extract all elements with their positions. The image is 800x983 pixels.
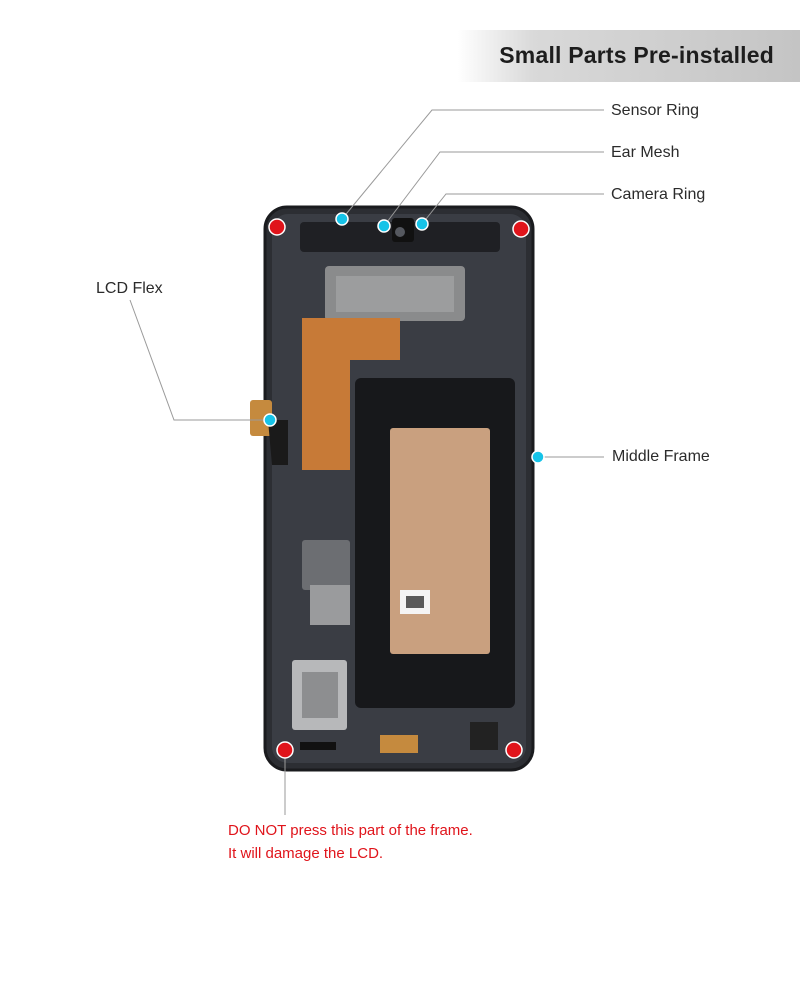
label-ear-mesh: Ear Mesh bbox=[611, 144, 680, 161]
warning-dots bbox=[268, 218, 530, 759]
warning-line-2: It will damage the LCD. bbox=[228, 845, 384, 862]
phone-frame bbox=[250, 205, 535, 772]
lcd-flex-dot bbox=[263, 413, 277, 427]
leader-lines bbox=[129, 109, 604, 815]
ear-mesh-dot bbox=[377, 219, 391, 233]
ear-mesh-leader bbox=[383, 151, 604, 227]
middle-frame-dot bbox=[531, 450, 545, 464]
camera-ring-dot bbox=[415, 217, 429, 231]
label-lcd-flex: LCD Flex bbox=[96, 280, 163, 297]
lcd-flex-leader bbox=[129, 299, 270, 421]
label-camera-ring: Camera Ring bbox=[611, 186, 706, 203]
camera-ring-leader bbox=[421, 193, 604, 225]
label-sensor-ring: Sensor Ring bbox=[611, 102, 700, 119]
warning-dot-bottom-left bbox=[276, 741, 294, 759]
sensor-ring-leader bbox=[341, 109, 604, 220]
callout-dots bbox=[263, 212, 545, 464]
label-middle-frame: Middle Frame bbox=[612, 448, 710, 465]
warning-dot-top-right bbox=[512, 220, 530, 238]
title-banner: Small Parts Pre-installed bbox=[458, 30, 800, 82]
warning-note: DO NOT press this part of the frame. It … bbox=[228, 819, 473, 865]
banner-title: Small Parts Pre-installed bbox=[499, 42, 774, 68]
warning-line-1: DO NOT press this part of the frame. bbox=[228, 822, 473, 839]
warning-dot-top-left bbox=[268, 218, 286, 236]
warning-dot-bottom-right bbox=[505, 741, 523, 759]
sensor-ring-dot bbox=[335, 212, 349, 226]
